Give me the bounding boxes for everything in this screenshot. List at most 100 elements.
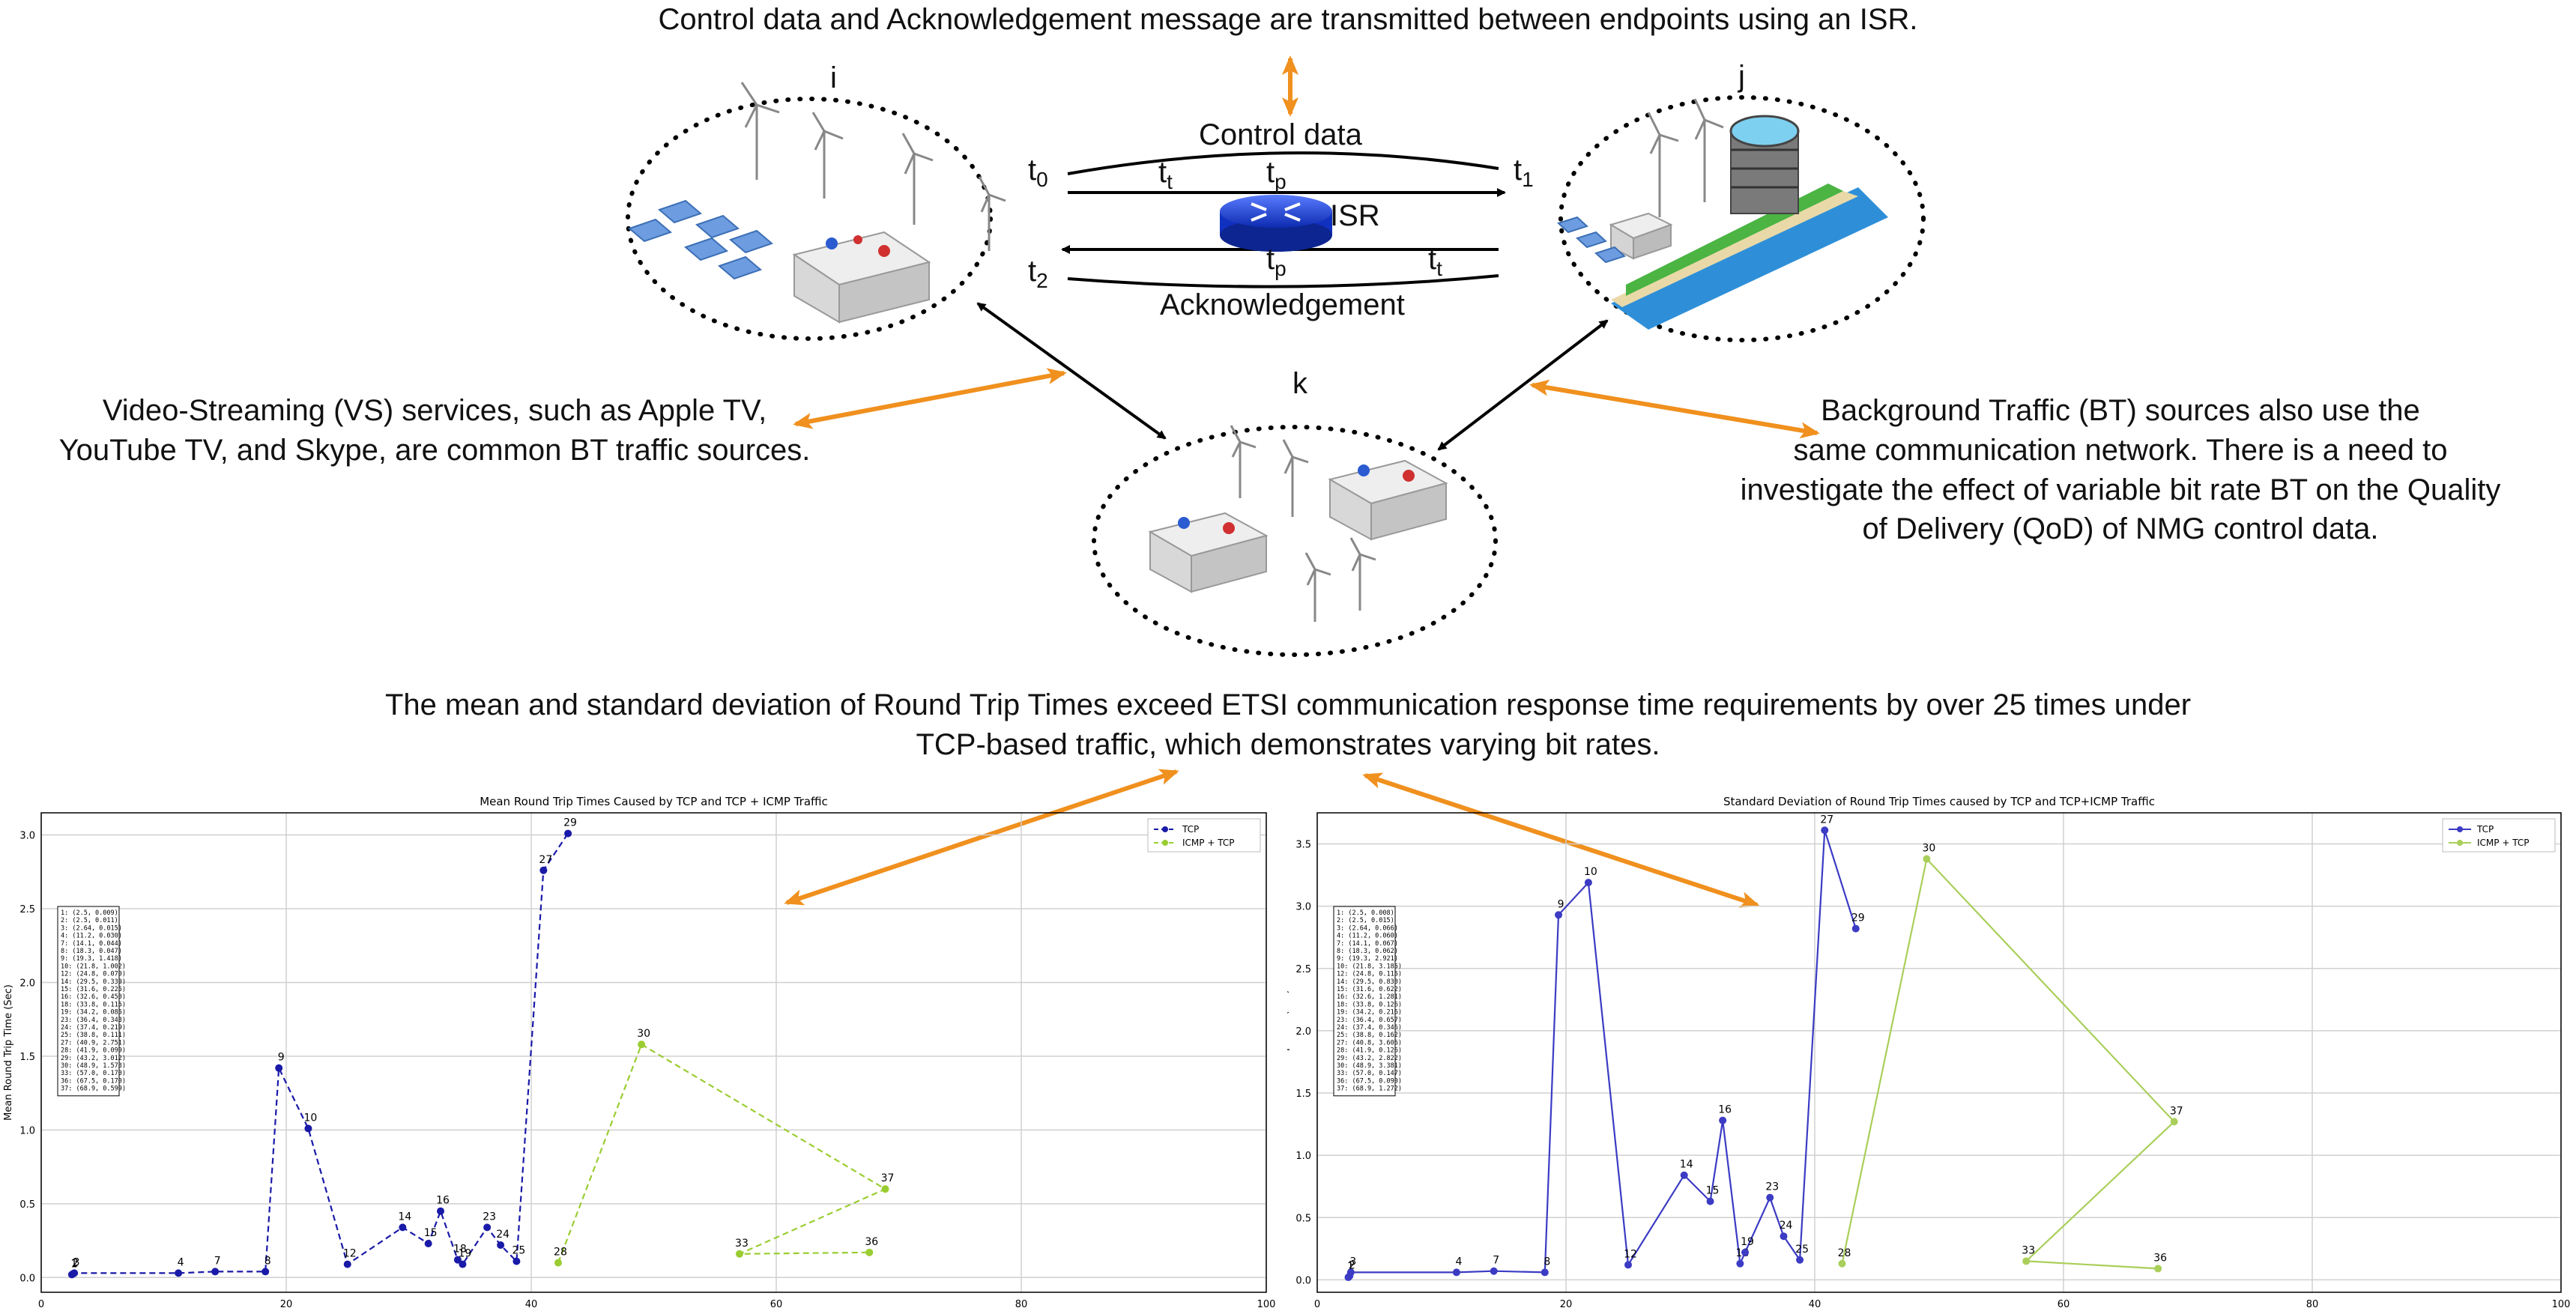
y-tick-label: 0.0 [1295,1275,1311,1286]
coordinate-list-entry: 1: (2.5, 0.008) [1337,909,1394,917]
point-label: 23 [483,1211,496,1223]
coordinate-list-entry: 37: (68.9, 0.599) [61,1086,126,1093]
coordinate-list-entry: 4: (11.2, 0.030) [61,933,122,940]
coordinate-list-entry: 16: (32.6, 1.281) [1337,993,1402,1001]
point-label: 3 [73,1256,80,1268]
node-label-i: i [830,61,837,94]
point-label: 15 [1706,1185,1720,1197]
right-note: Background Traffic (BT) sources also use… [1686,391,2555,549]
substation-icon [1328,459,1448,541]
data-point [2170,1118,2178,1126]
right-note-line: same communication network. There is a n… [1793,433,2448,467]
storage-tank-icon [1729,115,1800,214]
wind-turbine-icon [1647,98,1724,217]
point-label: 4 [1455,1256,1462,1268]
coordinate-list-entry: 24: (37.4, 0.346) [1337,1024,1402,1032]
data-point [1624,1261,1632,1269]
point-label: 2 [72,1257,79,1269]
node-label-k: k [1292,367,1307,400]
coordinate-list-entry: 29: (43.2, 2.822) [1337,1055,1402,1062]
arrow-chart-right [1362,772,1760,908]
x-tick-label: 80 [1015,1299,1028,1310]
data-point [304,1124,312,1133]
coordinate-list-entry: 36: (67.5, 0.170) [61,1077,126,1085]
y-tick-label: 2.0 [1295,1026,1311,1038]
data-point [554,1259,562,1267]
data-point [1851,924,1860,933]
x-tick-label: 60 [2058,1299,2070,1310]
point-label: 36 [2153,1252,2167,1264]
time-label-tp-bottom: tp [1266,243,1287,280]
data-point [459,1260,467,1268]
x-tick-label: 40 [1809,1299,1821,1310]
data-point [1838,1259,1846,1268]
time-label-tt-bottom: tt [1428,243,1442,280]
y-tick-label: 2.0 [19,978,35,989]
coordinate-list-entry: 37: (68.9, 1.272) [1337,1086,1402,1093]
data-point [399,1223,407,1232]
y-tick-label: 1.5 [19,1052,35,1063]
y-axis-label: Std Round Trip Time (Sec) [1287,990,1290,1115]
data-point [1706,1197,1714,1205]
point-label: 3 [1349,1256,1356,1268]
coordinate-list-entry: 14: (29.5, 0.330) [61,978,126,986]
legend-box [1147,818,1261,853]
coordinate-list-entry: 19: (34.2, 0.085) [61,1009,126,1017]
chart-title: Standard Deviation of Round Trip Times c… [1723,795,2155,808]
legend-marker [2457,840,2463,846]
coordinate-list-entry: 30: (48.9, 3.381) [1337,1062,1402,1070]
data-point [1741,1248,1750,1256]
data-point [1346,1268,1355,1277]
point-label: 9 [278,1052,285,1064]
link-i-k [976,302,1167,440]
point-label: 36 [865,1236,878,1248]
time-label-tp-top: tp [1266,156,1287,193]
x-tick-label: 40 [525,1299,538,1310]
y-tick-label: 3.0 [1295,902,1311,913]
data-point [70,1269,79,1277]
top-caption: Control data and Acknowledgement message… [658,3,1918,36]
coordinate-list-entry: 16: (32.6, 0.450) [61,993,126,1001]
coordinate-list-entry: 24: (37.4, 0.219) [61,1024,126,1032]
data-point [1719,1116,1727,1124]
coordinate-list-entry: 28: (41.9, 0.099) [61,1047,126,1055]
y-tick-label: 1.0 [19,1125,35,1136]
point-label: 7 [214,1255,221,1267]
data-point [1821,826,1829,835]
point-label: 23 [1765,1181,1779,1193]
legend-box [2442,818,2556,853]
series-line [1347,829,1857,1278]
point-label: 25 [1795,1244,1809,1256]
point-label: 15 [424,1227,438,1239]
data-point [2154,1265,2162,1273]
coordinate-list-entry: 2: (2.5, 0.015) [1337,917,1394,924]
legend-marker [1162,840,1168,846]
point-label: 24 [496,1229,510,1241]
legend-marker [2457,826,2463,832]
left-note-line: Video-Streaming (VS) services, such as A… [102,394,767,427]
coordinate-list-entry: 1: (2.5, 0.009) [61,909,118,917]
data-point [1736,1259,1744,1268]
node-label-j: j [1738,60,1745,93]
middle-note-line: The mean and standard deviation of Round… [384,688,2192,721]
solar-panel-icon [628,199,773,280]
time-label-t0: t0 [1028,154,1048,191]
data-point [881,1185,889,1193]
time-label-tt-top: tt [1158,156,1173,193]
y-tick-label: 1.0 [1295,1151,1311,1162]
data-point [453,1256,462,1264]
coordinate-list-entry: 10: (21.8, 3.185) [1337,963,1402,970]
point-label: 18 [453,1244,467,1256]
data-point [424,1240,432,1248]
x-tick-label: 0 [38,1299,44,1310]
wind-turbine-icon [1230,425,1376,622]
right-note-line: Background Traffic (BT) sources also use… [1821,394,2420,427]
coordinate-list-entry: 3: (2.64, 0.066) [1337,924,1398,932]
coordinate-list-entry: 15: (31.6, 0.622) [1337,986,1402,993]
time-label-t1: t1 [1514,154,1534,191]
y-tick-label: 0.5 [1295,1213,1311,1224]
x-tick-label: 100 [1257,1299,1276,1310]
coordinate-list-entry: 9: (19.3, 1.418) [61,955,122,963]
point-label: 29 [563,817,577,829]
